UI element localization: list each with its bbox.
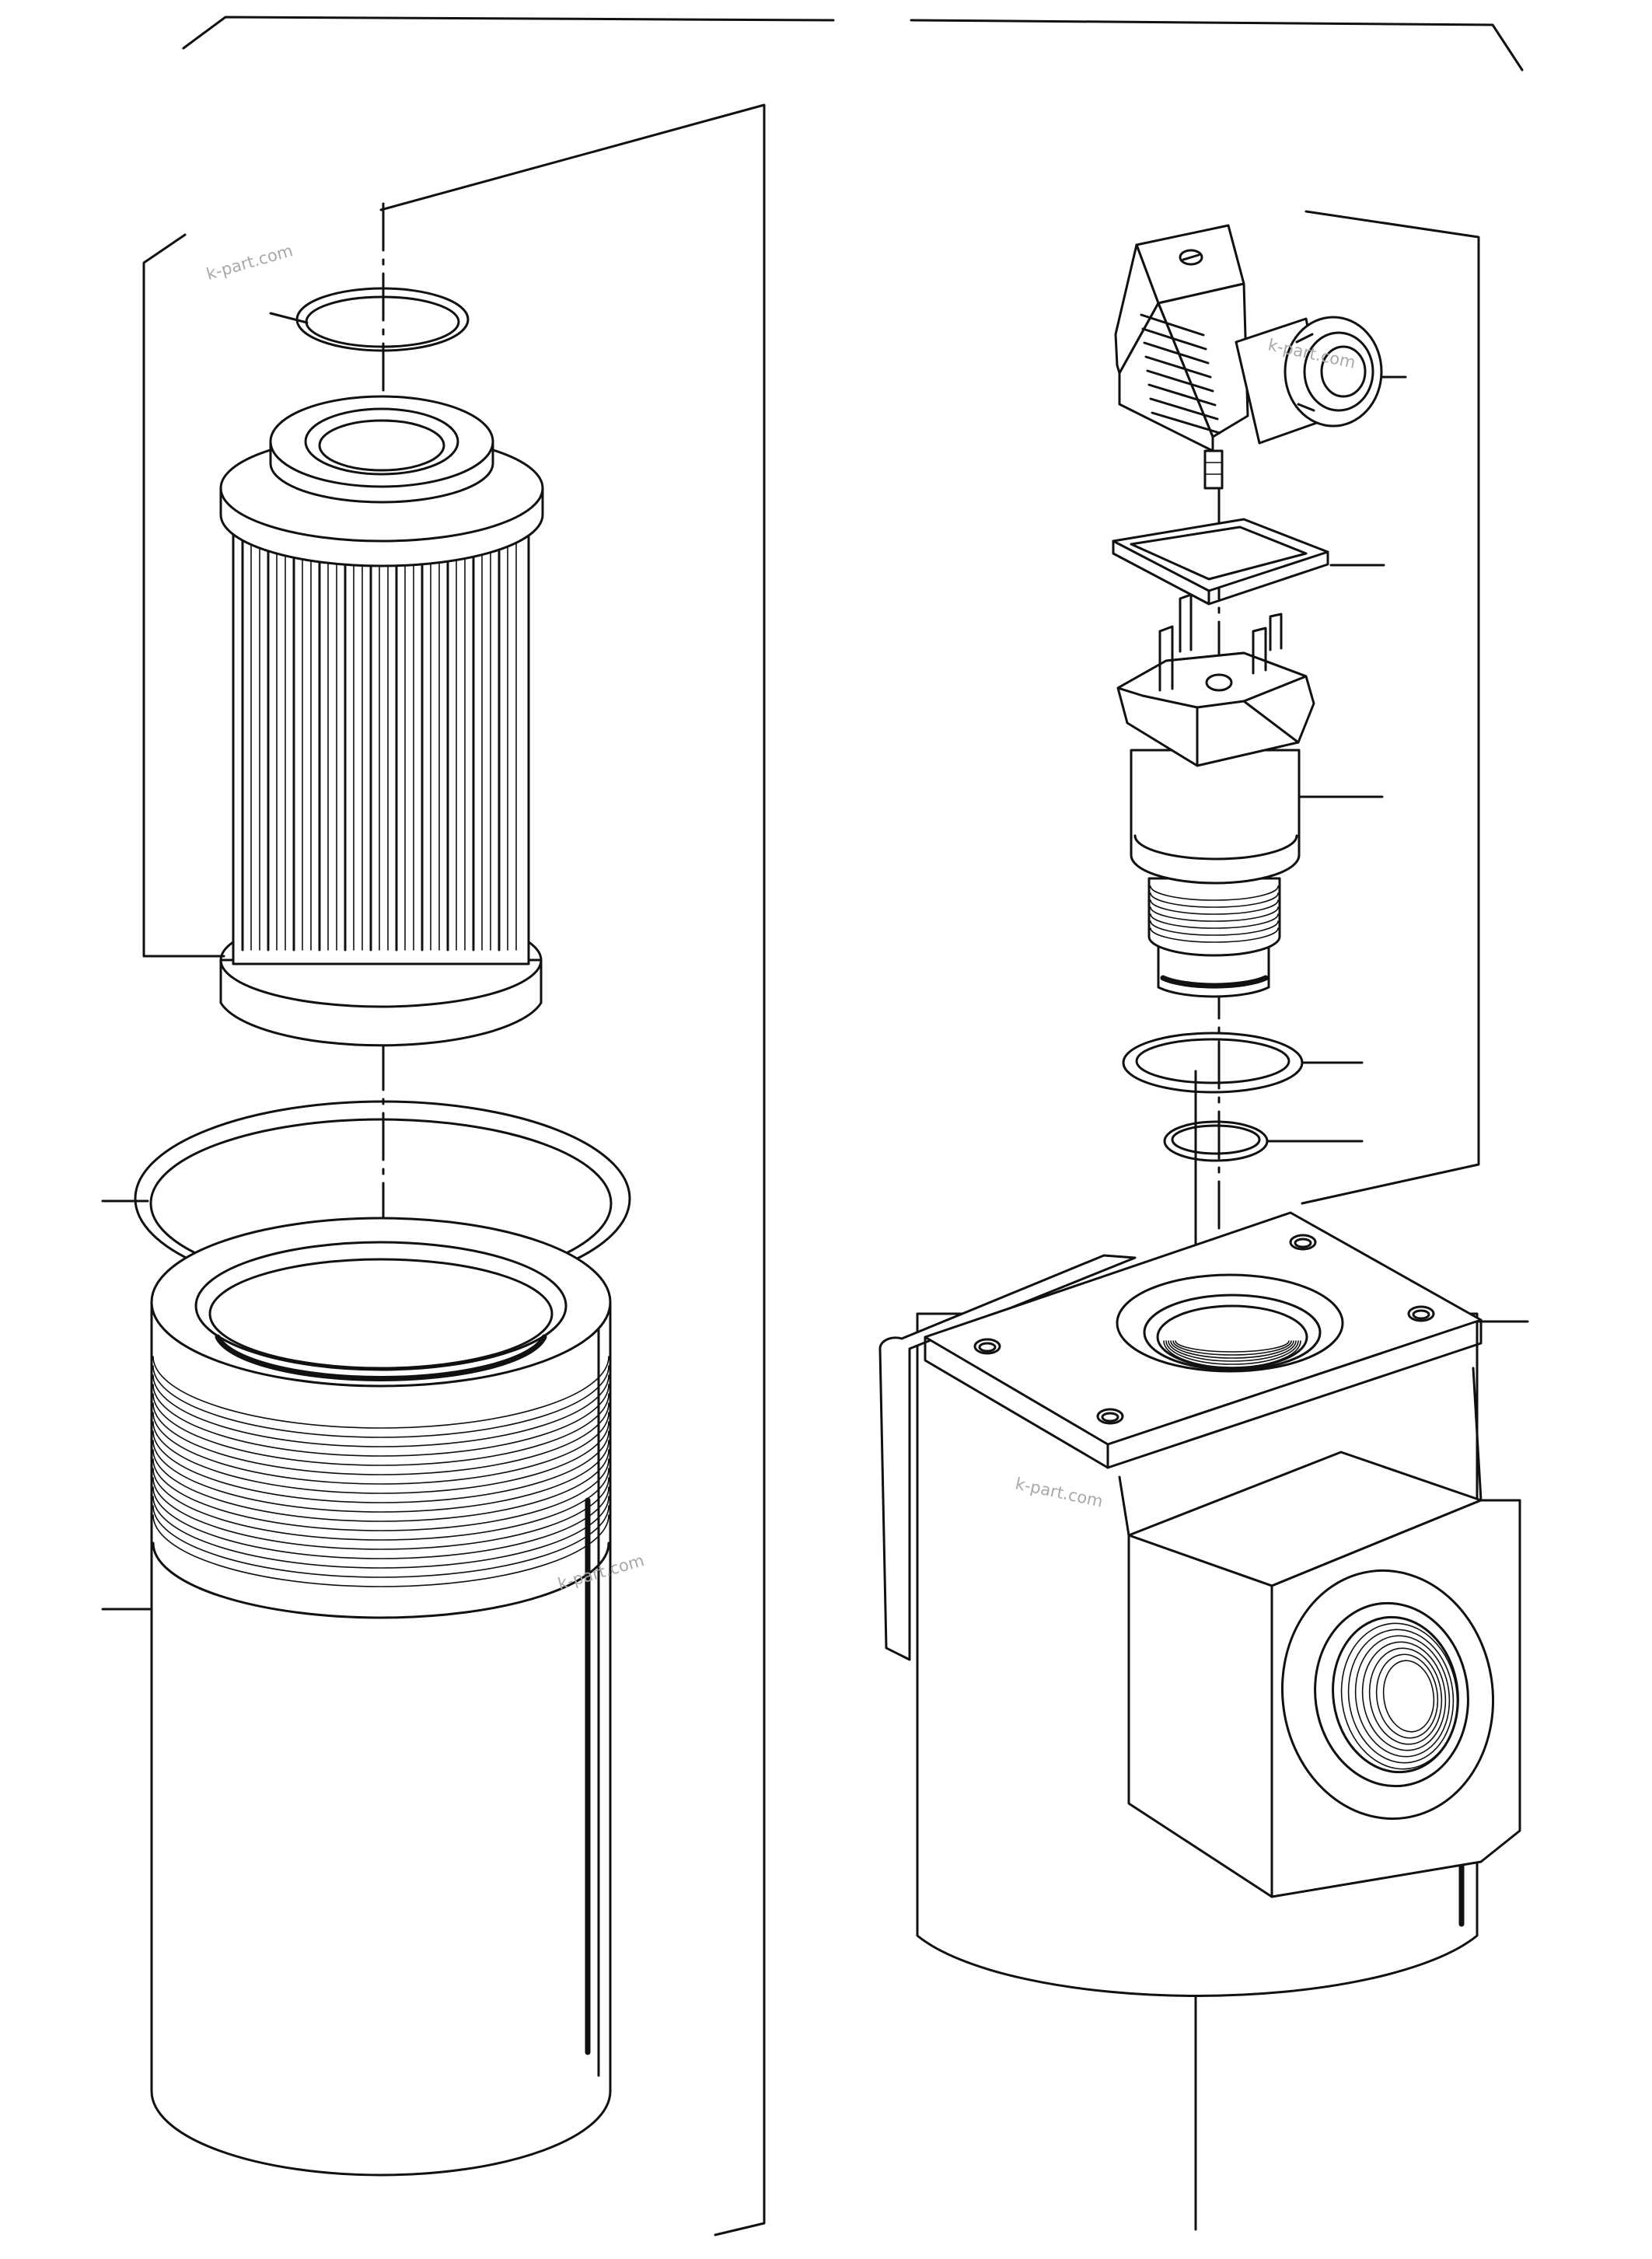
thread-ring bbox=[152, 1412, 609, 1485]
switch-thread-lines bbox=[1150, 885, 1279, 943]
thread-ring bbox=[152, 1505, 609, 1578]
connector-rib bbox=[1146, 369, 1214, 393]
switch-thread bbox=[1150, 927, 1279, 943]
thread-ring bbox=[152, 1440, 609, 1513]
side-port-thread bbox=[1340, 1622, 1458, 1770]
side-port-thread bbox=[1361, 1641, 1447, 1751]
thread-ring bbox=[152, 1458, 609, 1531]
thread-ring bbox=[152, 1449, 609, 1522]
connector-rib bbox=[1149, 397, 1219, 421]
switch-thread bbox=[1150, 899, 1279, 915]
connector-rib bbox=[1143, 341, 1210, 365]
side-port-thread-lines bbox=[1340, 1622, 1458, 1770]
port-thread bbox=[1172, 1340, 1292, 1356]
thread-ring bbox=[152, 1468, 609, 1541]
side-port-thread bbox=[1382, 1660, 1435, 1733]
port-thread bbox=[1175, 1340, 1290, 1353]
filter-bowl bbox=[150, 1217, 612, 2177]
port-thread-lines bbox=[1163, 1340, 1301, 1368]
thread-ring bbox=[152, 1430, 609, 1503]
side-port-thread bbox=[1354, 1635, 1451, 1758]
connector-ribs bbox=[1140, 313, 1221, 435]
switch-thread bbox=[1150, 885, 1279, 901]
thread-ring bbox=[152, 1421, 609, 1494]
thread-ring bbox=[152, 1514, 609, 1587]
connector-rib bbox=[1141, 327, 1207, 351]
watermark-text: k-part.com bbox=[204, 241, 295, 284]
port-thread bbox=[1165, 1340, 1299, 1365]
port-thread bbox=[1170, 1340, 1294, 1359]
electrical-connector-plug bbox=[1114, 224, 1383, 490]
thread-ring bbox=[152, 1496, 609, 1569]
thread-ring bbox=[152, 1374, 609, 1447]
thread-ring bbox=[152, 1365, 609, 1438]
thread-ring bbox=[152, 1384, 609, 1457]
filter-head-housing bbox=[878, 1211, 1521, 1997]
side-port-thread bbox=[1375, 1653, 1439, 1739]
port-thread bbox=[1163, 1340, 1301, 1368]
thread-ring bbox=[152, 1541, 610, 1619]
thread-ring bbox=[152, 1486, 609, 1559]
small-o-ring-top bbox=[295, 287, 470, 352]
thread-ring bbox=[152, 1356, 609, 1429]
connector-rib bbox=[1151, 411, 1221, 435]
thread-ring bbox=[152, 1393, 609, 1466]
thread-ring bbox=[152, 1477, 609, 1550]
port-thread bbox=[1168, 1340, 1297, 1362]
connector-rib bbox=[1147, 383, 1217, 407]
side-port-thread bbox=[1347, 1629, 1455, 1764]
connector-rib bbox=[1140, 313, 1205, 337]
switch-thread bbox=[1150, 906, 1279, 922]
switch-thread bbox=[1150, 892, 1279, 908]
thread-ring bbox=[152, 1402, 609, 1475]
square-gasket bbox=[1112, 518, 1329, 606]
filter-pleats bbox=[241, 535, 517, 951]
pressure-switch bbox=[1116, 593, 1315, 998]
leader-lines bbox=[101, 312, 1529, 1611]
filter-element bbox=[219, 395, 544, 1047]
side-port-thread bbox=[1368, 1647, 1443, 1745]
connector-rib bbox=[1144, 355, 1212, 379]
switch-seal-rings bbox=[1122, 1032, 1304, 1162]
switch-thread bbox=[1150, 920, 1279, 936]
switch-thread bbox=[1150, 913, 1279, 929]
bowl-thread-rings bbox=[152, 1356, 610, 1619]
